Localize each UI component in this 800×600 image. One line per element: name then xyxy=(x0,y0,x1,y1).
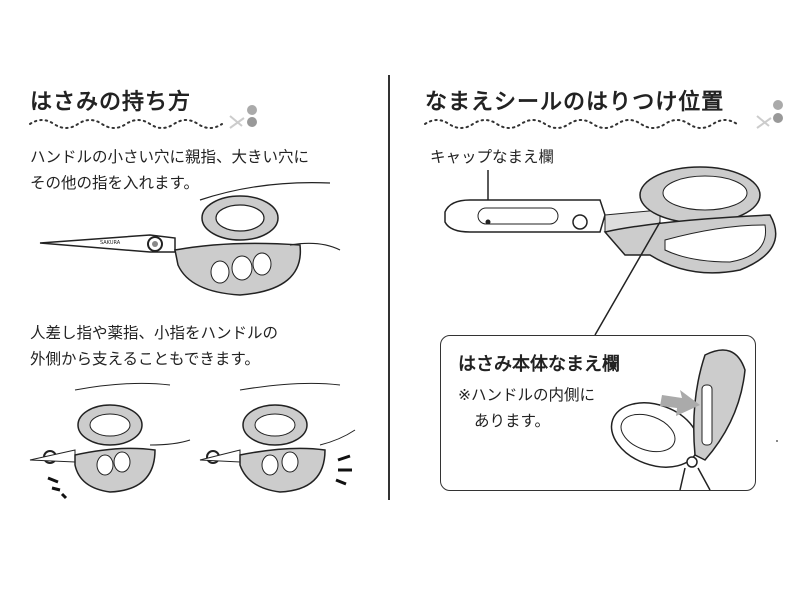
section-title-how-to-hold: はさみの持ち方 xyxy=(30,90,192,115)
scissors-dots-icon xyxy=(756,100,783,129)
scissors-dots-icon xyxy=(229,105,257,129)
section-title-name-sticker-position: なまえシールのはりつけ位置 xyxy=(425,90,725,115)
cap-name-label: キャップなまえ欄 xyxy=(430,148,555,166)
scan-speck xyxy=(776,440,778,442)
dotted-wave-decoration xyxy=(424,100,783,129)
callout-note-line: あります。 xyxy=(474,412,550,430)
instruction-text-line: 人差し指や薬指、小指をハンドルの xyxy=(30,324,279,342)
callout-title: はさみ本体なまえ欄 xyxy=(458,354,620,375)
dotted-wave-decoration xyxy=(29,105,257,129)
instruction-text-line: 外側から支えることもできます。 xyxy=(30,350,260,368)
callout-note-line: ※ハンドルの内側に xyxy=(458,386,595,404)
body-name-field-callout xyxy=(440,335,756,491)
column-divider xyxy=(388,75,390,500)
blade-brand-text: SAKURA xyxy=(100,240,121,246)
arrow-icon xyxy=(660,390,700,416)
instruction-text-line: ハンドルの小さい穴に親指、大きい穴に xyxy=(30,148,310,166)
instruction-text-line: その他の指を入れます。 xyxy=(30,174,199,192)
